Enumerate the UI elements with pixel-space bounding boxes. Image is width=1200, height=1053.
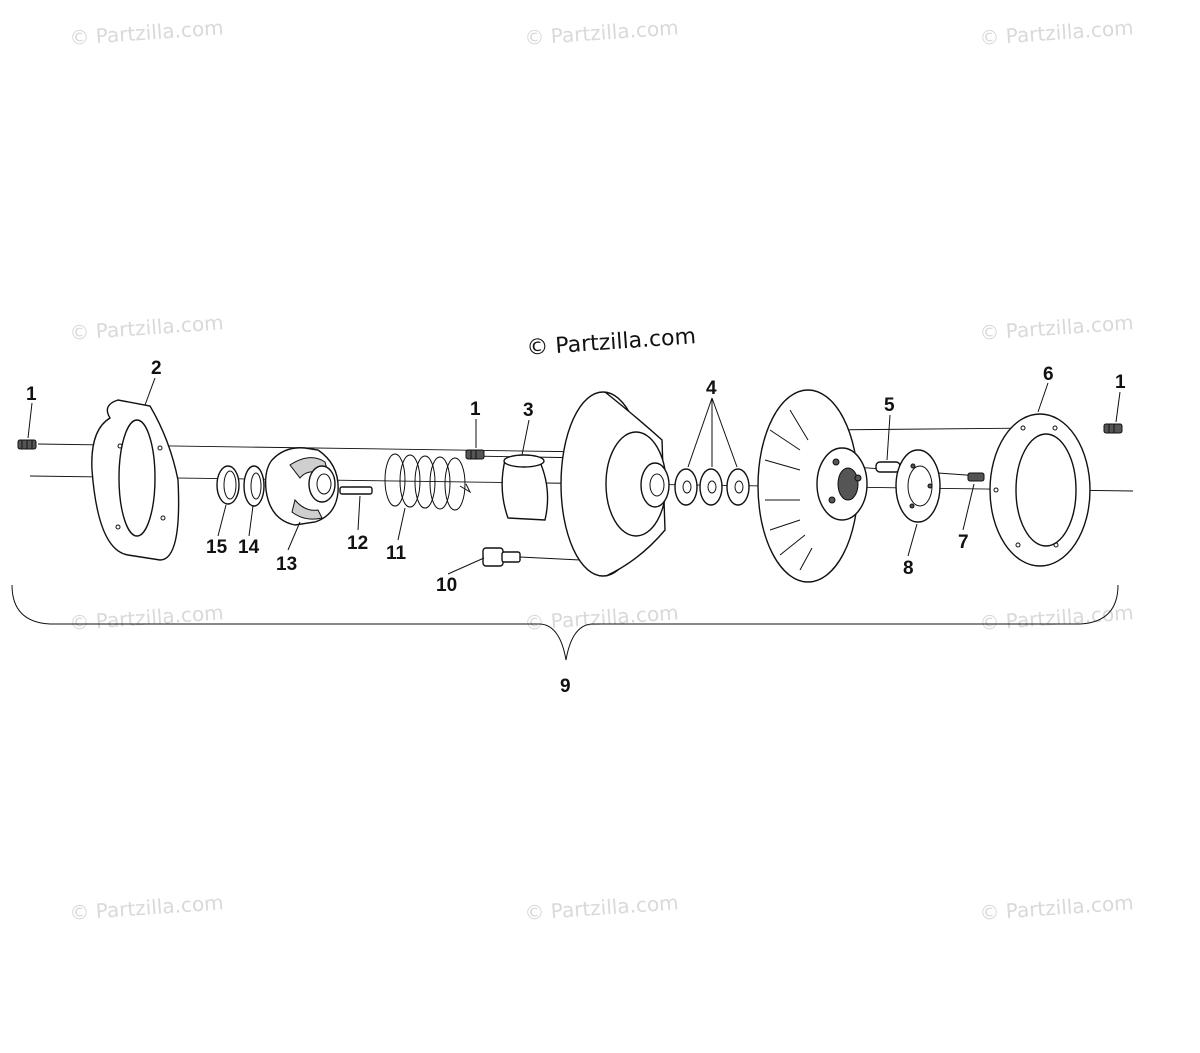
callout-2: 2 [151, 358, 162, 379]
callout-14: 14 [238, 537, 260, 558]
watermark: © Partzilla.com [979, 890, 1135, 925]
watermark: © Partzilla.com [979, 600, 1135, 635]
key-pin [339, 486, 373, 495]
callout-11: 11 [386, 543, 407, 564]
callout-6: 6 [1043, 364, 1054, 385]
spring [384, 453, 472, 511]
bolt-right [1103, 423, 1123, 434]
spider-cap [895, 449, 941, 523]
watermarks: © Partzilla.com © Partzilla.com © Partzi… [69, 15, 1135, 925]
watermark: © Partzilla.com [69, 15, 225, 50]
pin [875, 461, 901, 473]
cover-plate-left [91, 399, 180, 561]
snap-ring [216, 465, 240, 505]
watermark: © Partzilla.com [524, 600, 680, 635]
callout-1-middle: 1 [470, 399, 481, 420]
sheave-stud [482, 547, 581, 567]
callout-3: 3 [523, 400, 534, 421]
callout-13: 13 [276, 554, 297, 575]
movable-sheave [757, 389, 868, 583]
watermark: © Partzilla.com [524, 15, 680, 50]
watermark: © Partzilla.com [69, 310, 225, 345]
leader-lines [27, 377, 1121, 575]
center-watermark: © Partzilla.com [526, 324, 697, 361]
watermark: © Partzilla.com [69, 600, 225, 635]
assembly-bracket [11, 584, 1119, 661]
bolt-left [17, 439, 37, 450]
callout-5: 5 [884, 395, 895, 416]
callout-1-left: 1 [26, 384, 37, 405]
bolt-middle [465, 449, 485, 460]
screw [967, 472, 985, 482]
callout-7: 7 [958, 532, 969, 553]
washer-small [243, 465, 265, 507]
shim-washers [674, 468, 750, 506]
stationary-sheave [560, 391, 670, 577]
callout-1-right: 1 [1115, 372, 1126, 393]
callout-15: 15 [206, 537, 228, 558]
callout-9: 9 [560, 676, 571, 697]
callout-8: 8 [903, 558, 914, 579]
watermark: © Partzilla.com [979, 15, 1135, 50]
callout-10: 10 [436, 575, 457, 596]
watermark: © Partzilla.com [979, 310, 1135, 345]
callout-labels: 1 2 1 3 4 5 6 1 7 8 9 10 11 12 13 14 15 [26, 358, 1126, 697]
watermark: © Partzilla.com [69, 890, 225, 925]
watermark: © Partzilla.com [524, 890, 680, 925]
cover-plate-right [989, 413, 1091, 567]
bushing-sleeve [501, 454, 549, 521]
callout-12: 12 [347, 533, 368, 554]
callout-4: 4 [706, 378, 717, 399]
torque-cam [264, 447, 339, 526]
